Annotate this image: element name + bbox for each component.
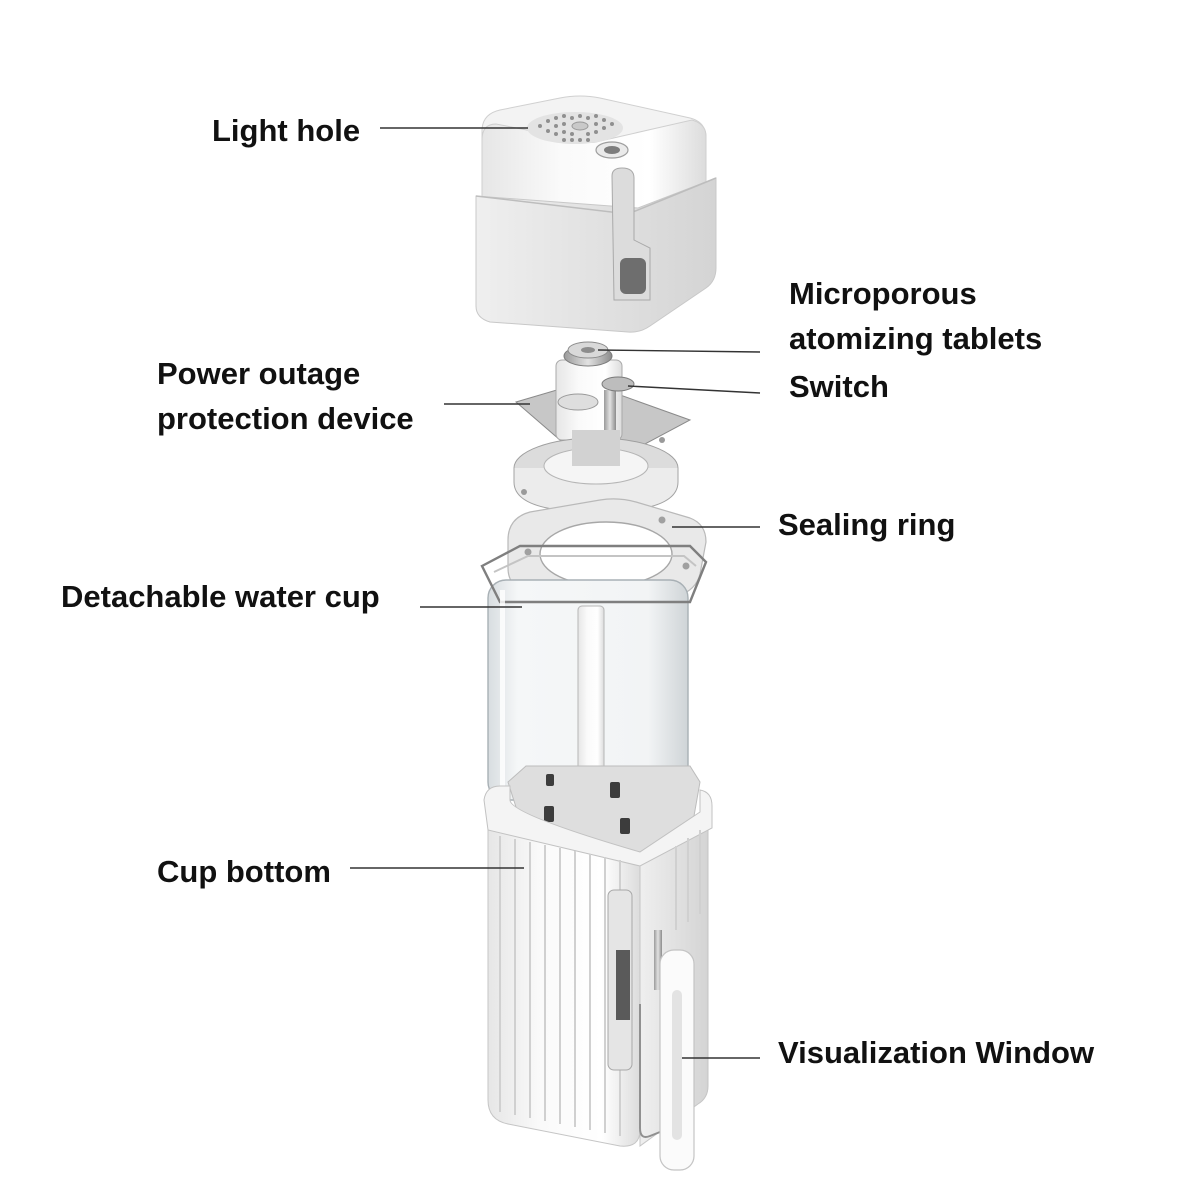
label-light-hole: Light hole [212,113,361,148]
light-hole-perforations [527,112,623,144]
leader-switch [627,385,761,394]
label-sealing-ring: Sealing ring [778,507,956,542]
atomizer-module [513,341,692,513]
label-power-outage-line1: Power outage [157,356,361,391]
leader-microporous [597,349,761,353]
leader-lines [350,127,761,1059]
label-cup-bottom: Cup bottom [157,854,331,889]
top-lid [475,95,717,333]
label-visualization-window: Visualization Window [778,1035,1095,1070]
cup-bottom [483,765,713,1171]
water-cup [480,544,708,817]
label-microporous-line2: atomizing tablets [789,321,1043,356]
label-switch: Switch [789,369,889,404]
label-detachable-water-cup: Detachable water cup [61,579,380,614]
label-power-outage-line2: protection device [157,401,414,436]
label-microporous-line1: Microporous [789,276,977,311]
